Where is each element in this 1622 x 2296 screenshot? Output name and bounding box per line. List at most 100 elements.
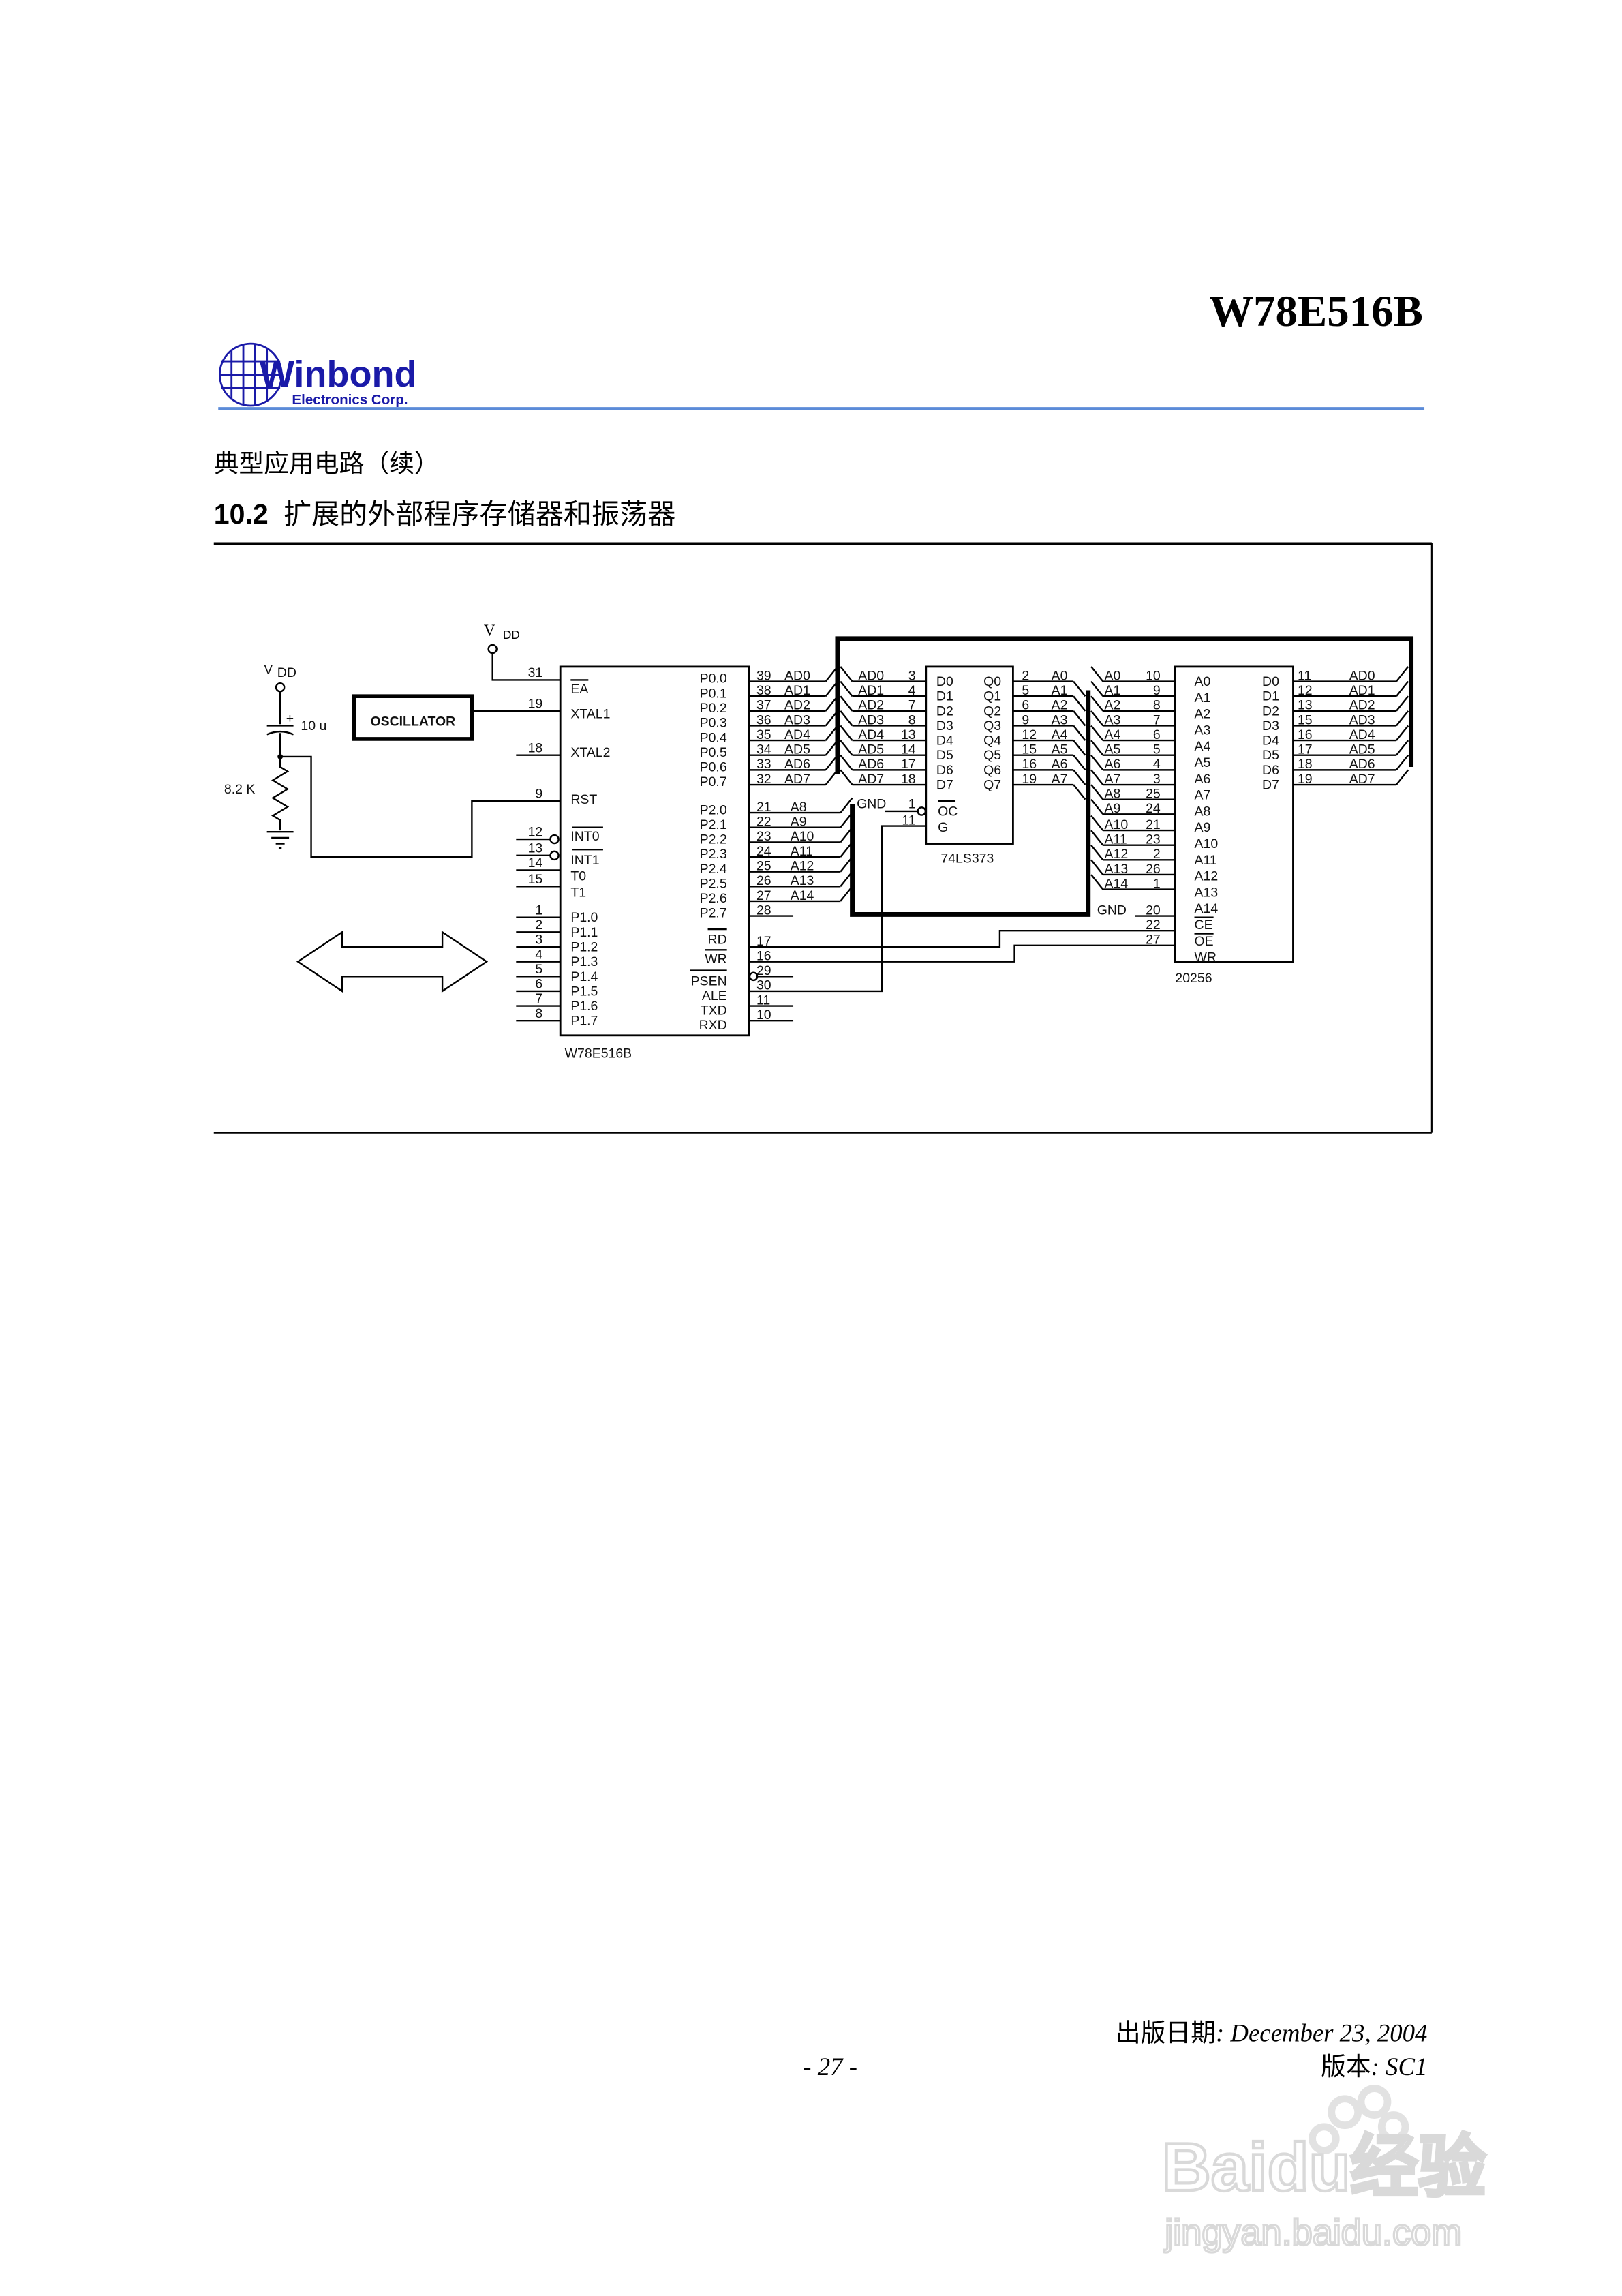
bus-entry: [1090, 666, 1104, 682]
pin-label: D2: [936, 704, 953, 719]
net-label: A3: [1105, 712, 1121, 727]
pin-number: 12: [1022, 727, 1037, 742]
pin-number: 38: [756, 683, 771, 698]
pin-label: P1.4: [570, 969, 598, 984]
net-label: AD0: [1349, 668, 1375, 683]
pin-label: P2.2: [700, 832, 727, 847]
net-label: A8: [1105, 786, 1121, 801]
net-label: AD7: [858, 772, 884, 787]
globe-icon: [219, 342, 283, 407]
wr-wr-wire: [749, 944, 1176, 963]
bus-entry: [840, 666, 853, 682]
pin-label: T0: [570, 869, 586, 884]
net-label: AD2: [1349, 698, 1375, 713]
pin-label: RST: [570, 792, 597, 807]
pin-number: 23: [756, 829, 771, 844]
net-label: A1: [1105, 683, 1121, 698]
pin-number: 20: [1146, 903, 1161, 918]
bus-entry: [840, 754, 853, 771]
pin-number: 6: [1022, 698, 1029, 713]
bus-entry: [1396, 725, 1409, 741]
section-heading: 10.2 扩展的外部程序存储器和振荡器: [214, 498, 676, 530]
net-label: A13: [1105, 862, 1129, 877]
net-label: A7: [1105, 772, 1121, 787]
pin-label: T1: [570, 885, 586, 900]
pin-number: 11: [902, 813, 915, 828]
pin-label: A7: [1195, 788, 1211, 803]
pin-label: INT1: [570, 853, 599, 868]
rd-oe-wire: [749, 930, 1176, 948]
net-label: A13: [791, 873, 814, 888]
net-label: AD1: [858, 683, 884, 698]
pin-label: P0.1: [700, 686, 727, 701]
document-title: W78E516B: [1209, 287, 1423, 336]
bus-entry: [1090, 710, 1104, 727]
pin-label: P1.0: [570, 910, 598, 925]
mcu-name: W78E516B: [565, 1046, 632, 1061]
inverting-bubble-icon: [549, 834, 560, 845]
net-label: A10: [1105, 817, 1129, 832]
net-label: AD2: [858, 698, 884, 713]
pin-number: 19: [1022, 772, 1037, 787]
bus-entry: [1073, 769, 1086, 785]
bus-entry: [840, 797, 853, 813]
double-arrow-icon: [296, 931, 489, 993]
net-label: A1: [1052, 683, 1068, 698]
pin-number: 16: [1022, 757, 1037, 772]
pin-label: P1.3: [570, 954, 598, 969]
net-label: AD5: [784, 742, 810, 757]
bus-entry: [1396, 754, 1409, 771]
gnd-label: GND: [857, 797, 886, 812]
pin-label: RD: [708, 933, 727, 948]
bus-entry: [840, 740, 853, 756]
vdd-left-terminal-icon: [275, 682, 286, 693]
pin-label: D0: [936, 674, 953, 689]
net-label: AD5: [858, 742, 884, 757]
pin-label: P2.4: [700, 862, 727, 877]
bus-entry: [1090, 874, 1104, 890]
pin-label: A3: [1195, 723, 1211, 738]
pin-label: CE: [1195, 918, 1213, 933]
pin-number: 25: [756, 858, 771, 873]
vdd-left-label-sub: DD: [277, 665, 296, 680]
pin-number: 3: [908, 668, 916, 683]
pin-label: D7: [936, 778, 953, 793]
pin-label: D4: [1262, 734, 1279, 749]
pin-label: A2: [1195, 707, 1211, 722]
pin-number: 1: [908, 797, 916, 812]
pin-label: P2.0: [700, 802, 727, 817]
pin-label: ALE: [702, 988, 727, 1003]
bus-entry: [1396, 695, 1409, 712]
pin-label: P0.7: [700, 774, 727, 789]
net-label: A4: [1105, 727, 1121, 742]
net-label: AD7: [784, 772, 810, 787]
pin-label: D3: [1262, 719, 1279, 734]
pin-number: 14: [528, 856, 543, 871]
pin-label: A6: [1195, 772, 1211, 787]
pin-label: Q2: [983, 704, 1001, 719]
bus-entry: [1090, 859, 1104, 875]
pin-number: 10: [756, 1008, 771, 1023]
pin-label: P2.6: [700, 891, 727, 906]
net-label: A6: [1105, 757, 1121, 772]
pin-label: D5: [1262, 748, 1279, 763]
net-label: AD3: [1349, 712, 1375, 727]
capacitor-label: 10 u: [301, 719, 326, 734]
pin-number: 19: [1298, 772, 1313, 787]
net-label: A12: [1105, 847, 1129, 862]
pin-number: 14: [901, 742, 916, 757]
pin-number: 9: [535, 786, 542, 801]
pin-label: OC: [938, 804, 958, 819]
pin-label: A9: [1195, 820, 1211, 835]
net-label: AD6: [1349, 757, 1375, 772]
oscillator-label: OSCILLATOR: [370, 714, 455, 729]
pin-label: D5: [936, 748, 953, 763]
bus-entry: [840, 695, 853, 712]
bus-entry: [1073, 784, 1086, 800]
publish-date: 出版日期: December 23, 2004: [1116, 2019, 1427, 2046]
net-label: A6: [1052, 757, 1068, 772]
pin-label: P0.5: [700, 745, 727, 760]
net-label: A11: [791, 844, 813, 859]
pin-number: 18: [901, 772, 916, 787]
